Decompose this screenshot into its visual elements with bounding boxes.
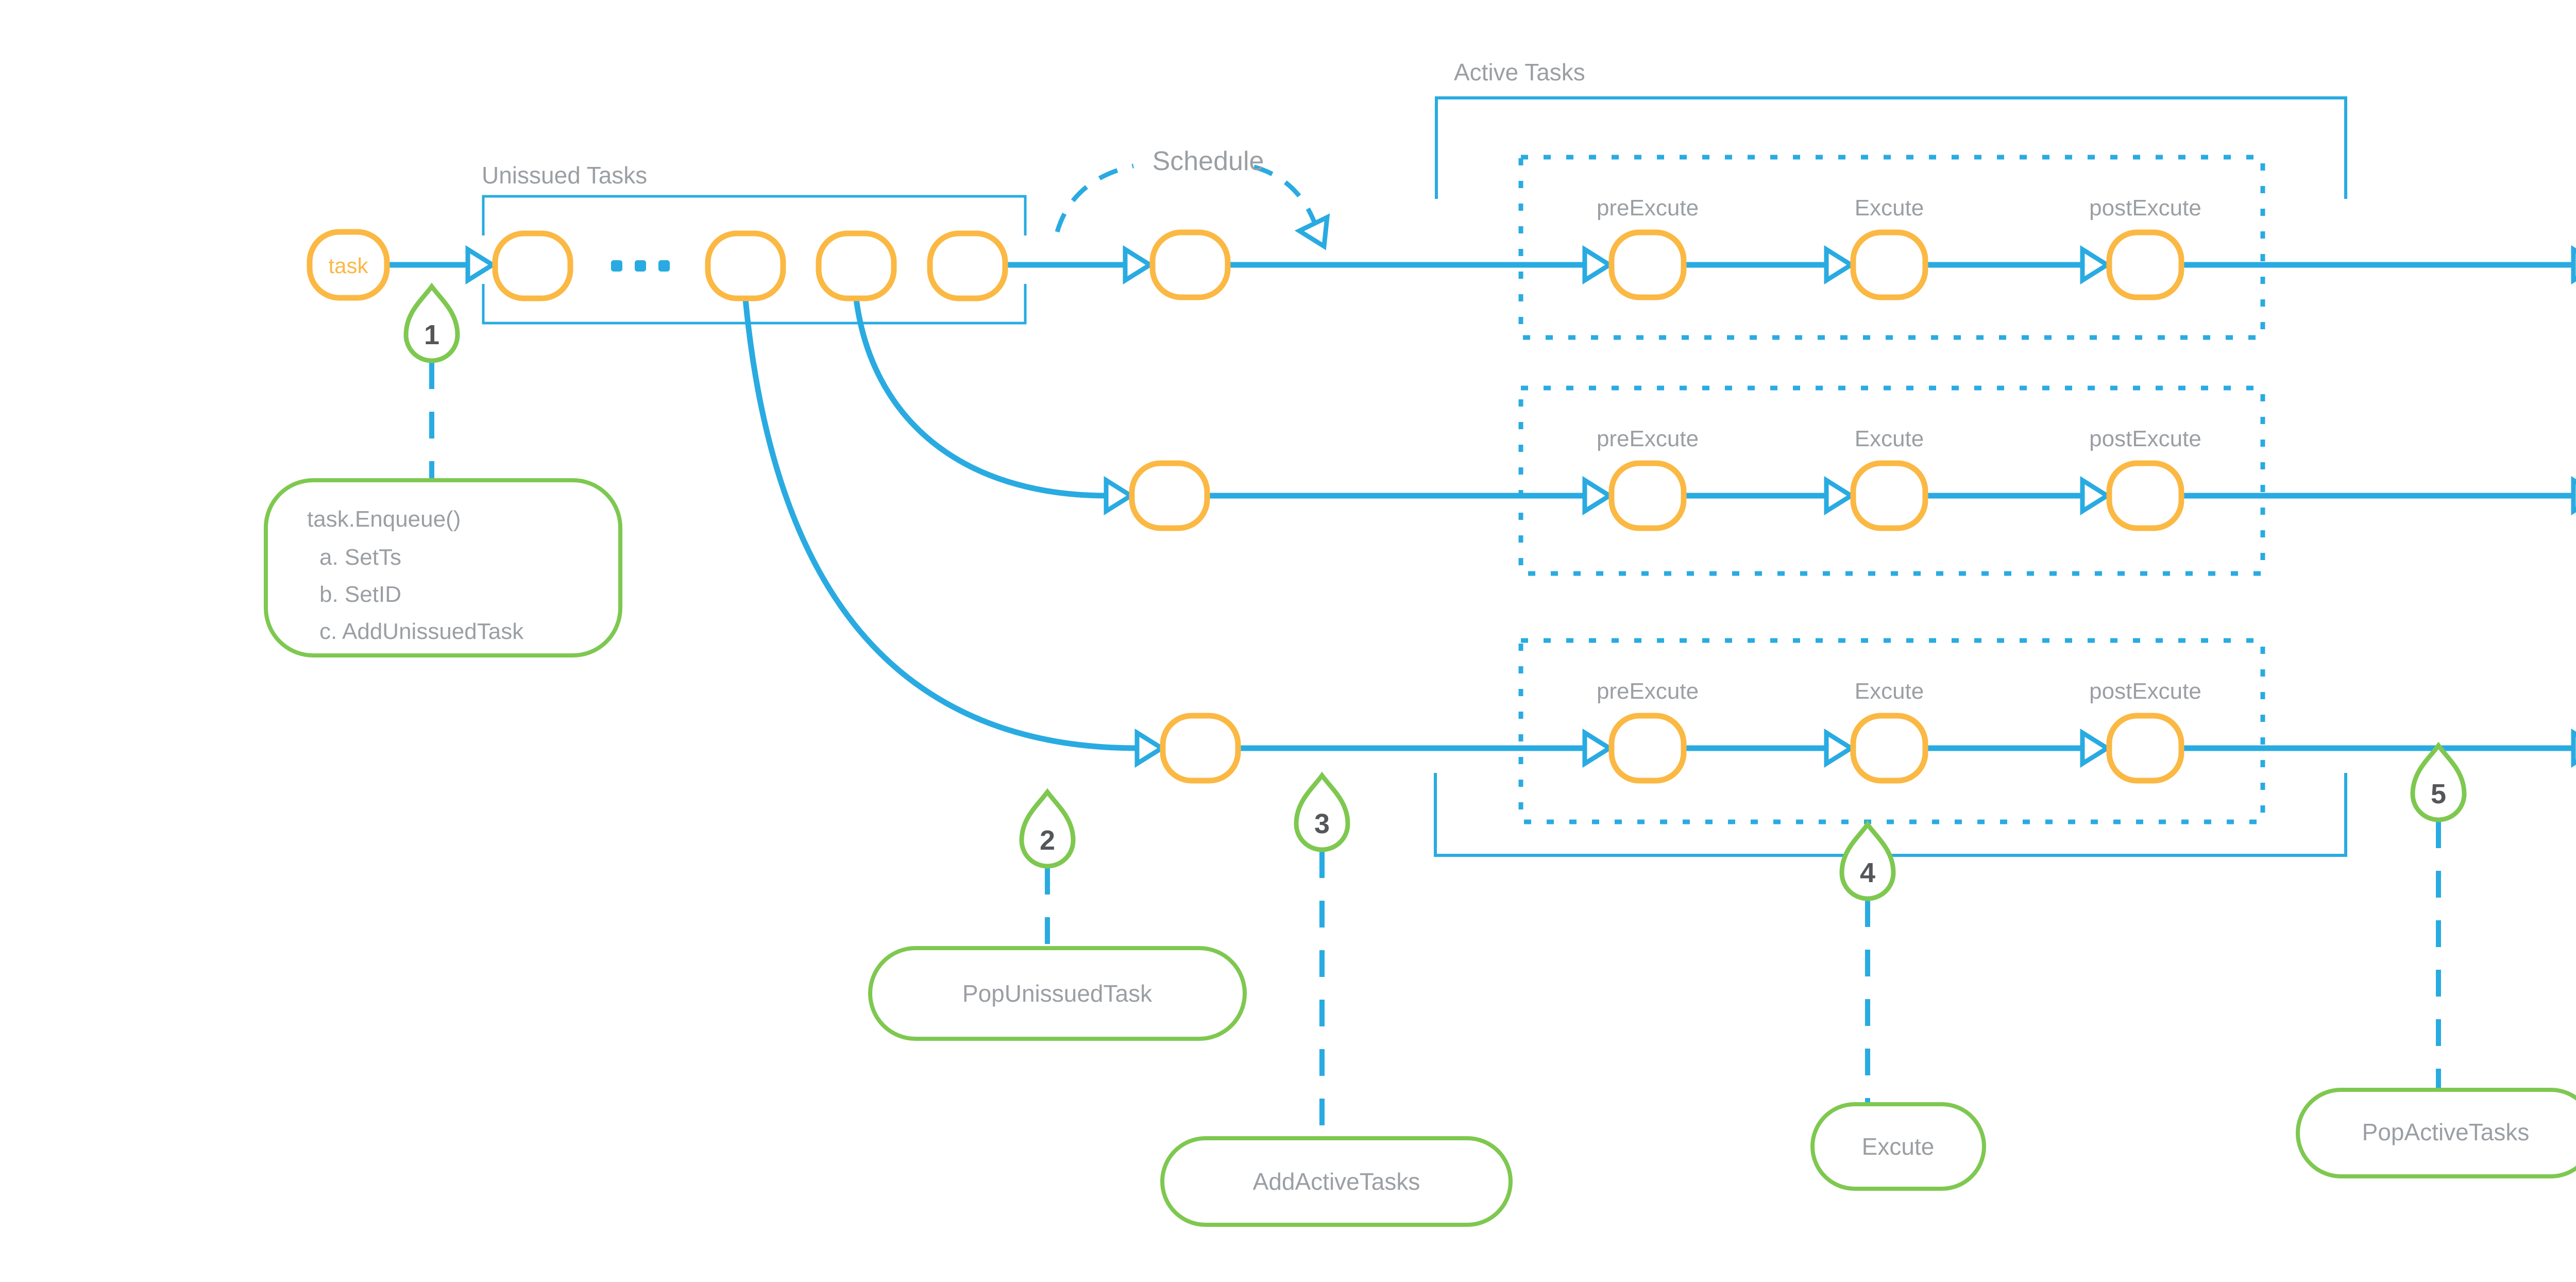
step-number: 3: [1314, 808, 1330, 839]
row3-stage-labels: preExcute Excute postExcute: [1597, 679, 2201, 704]
curve-queue-to-row2: [853, 299, 1108, 499]
row3-excute-node: [1850, 713, 1928, 784]
worker-dashed-box-row2: [1518, 385, 2265, 576]
unissued-tasks-label: Unissued Tasks: [482, 162, 647, 189]
row2-excute-node: [1850, 460, 1928, 531]
step1-line-2: a. SetTs: [319, 545, 401, 570]
arrowhead-row1-done: [2573, 249, 2576, 280]
unissued-tasks-bracket: [482, 195, 1027, 325]
row2-preexcute-node: [1608, 460, 1687, 531]
arrowhead-row3-preexcute: [1585, 733, 1609, 764]
arrowhead-row3-postexcute: [2082, 733, 2107, 764]
step-marker-4: 4: [1842, 824, 1893, 899]
worker-dashed-box-row1: [1518, 155, 2265, 340]
ellipsis-dot: [635, 260, 646, 272]
step-marker-5: 5: [2413, 746, 2464, 820]
schedule-arc-right: [1253, 164, 1318, 226]
schedule-label: Schedule: [1153, 146, 1264, 176]
queue-node-3: [816, 230, 897, 301]
active-tasks-label: Active Tasks: [1454, 59, 1585, 86]
arrowhead-row1-preexcute: [1585, 249, 1609, 280]
row1-preexcute-node: [1608, 229, 1687, 300]
unissued-bracket-top: [482, 195, 1027, 235]
task-nodes: [307, 229, 2184, 784]
arrowhead-row1-postexcute: [2082, 249, 2107, 280]
step3-callout: AddActiveTasks: [1160, 1136, 1513, 1227]
arrowhead-row1-excute: [1826, 249, 1851, 280]
row3-postexcute-node: [2106, 713, 2184, 784]
ellipsis-dot: [658, 260, 670, 272]
step4-pill: [1810, 1102, 1986, 1191]
row3-preexcute-node: [1608, 713, 1687, 784]
row3-preexcute-label: preExcute: [1597, 679, 1699, 704]
step-number: 4: [1860, 857, 1875, 888]
queue-ellipsis-dots: [611, 260, 670, 272]
curve-queue-to-row3: [742, 299, 1139, 751]
step3-label: AddActiveTasks: [1253, 1168, 1420, 1195]
task-node: [307, 229, 390, 301]
step-number: 5: [2431, 779, 2446, 809]
row2-postexcute-label: postExcute: [2089, 426, 2201, 451]
active-bracket-top: [1435, 96, 2347, 199]
row1-excute-node: [1850, 229, 1928, 300]
row2-excute-label: Excute: [1855, 426, 1924, 451]
step-marker-3: 3: [1296, 775, 1348, 850]
row2-stage-labels: preExcute Excute postExcute: [1597, 426, 2201, 451]
arrowhead-curve-row2: [1106, 480, 1131, 511]
arrowhead-row2-preexcute: [1585, 480, 1609, 511]
row1-postexcute-label: postExcute: [2089, 195, 2201, 221]
unissued-bracket-bottom: [482, 284, 1027, 325]
row2-preexcute-label: preExcute: [1597, 426, 1699, 451]
row1-scheduled-node: [1149, 229, 1231, 300]
row1-preexcute-label: preExcute: [1597, 195, 1699, 221]
step2-label: PopUnissuedTask: [962, 980, 1153, 1007]
step3-pill: [1160, 1136, 1513, 1227]
step5-label: PopActiveTasks: [2362, 1119, 2530, 1145]
step1-callout: task.Enqueue() a. SetTs b. SetID c. AddU…: [264, 478, 622, 657]
row2-postexcute-node: [2106, 460, 2184, 531]
row2-scheduled-node: [1129, 460, 1210, 531]
step-marker-1: 1: [406, 286, 457, 361]
queue-node-4: [927, 230, 1008, 301]
active-bracket-bottom: [1434, 773, 2347, 857]
step2-callout: PopUnissuedTask: [868, 946, 1247, 1041]
arrowhead-row2-excute: [1826, 480, 1851, 511]
task-node-label: task: [328, 254, 368, 278]
row1-stage-labels: preExcute Excute postExcute: [1597, 195, 2201, 221]
schedule-arcs: [1055, 163, 1338, 253]
queue-node-2: [705, 230, 786, 301]
arrowhead-queue-to-row1: [1125, 249, 1150, 280]
arrowhead-row3-done: [2573, 733, 2576, 764]
step4-label: Excute: [1862, 1133, 1935, 1160]
step1-line-3: b. SetID: [319, 582, 401, 607]
ellipsis-dot: [611, 260, 622, 272]
step-number: 1: [424, 319, 439, 350]
step-number: 2: [1040, 825, 1055, 856]
callout-connectors: [429, 362, 2441, 1137]
step1-callout-bubble: [264, 478, 622, 657]
arrowhead-row3-excute: [1826, 733, 1851, 764]
row3-postexcute-label: postExcute: [2089, 679, 2201, 704]
queue-node-1: [492, 230, 573, 301]
worker-dashed-box-row3: [1518, 638, 2265, 824]
step-marker-2: 2: [1022, 792, 1073, 866]
step5-callout: PopActiveTasks: [2296, 1088, 2576, 1178]
arrowhead-row2-done: [2573, 480, 2576, 511]
step5-pill: [2296, 1088, 2576, 1178]
arrowhead-curve-row3: [1137, 733, 1162, 764]
arrowhead-task-to-queue: [468, 249, 493, 280]
flow-arrows: [388, 249, 2576, 764]
arrowhead-row2-postexcute: [2082, 480, 2107, 511]
row1-excute-label: Excute: [1855, 195, 1924, 221]
row3-excute-label: Excute: [1855, 679, 1924, 704]
row3-scheduled-node: [1160, 713, 1241, 784]
row1-postexcute-node: [2106, 229, 2184, 300]
schedule-arc-left: [1055, 163, 1134, 233]
step4-callout: Excute: [1810, 1102, 1986, 1191]
step1-line-1: task.Enqueue(): [307, 507, 461, 532]
step2-pill: [868, 946, 1247, 1041]
step1-line-4: c. AddUnissuedTask: [319, 619, 524, 644]
arrowhead-schedule-arc: [1299, 217, 1338, 253]
